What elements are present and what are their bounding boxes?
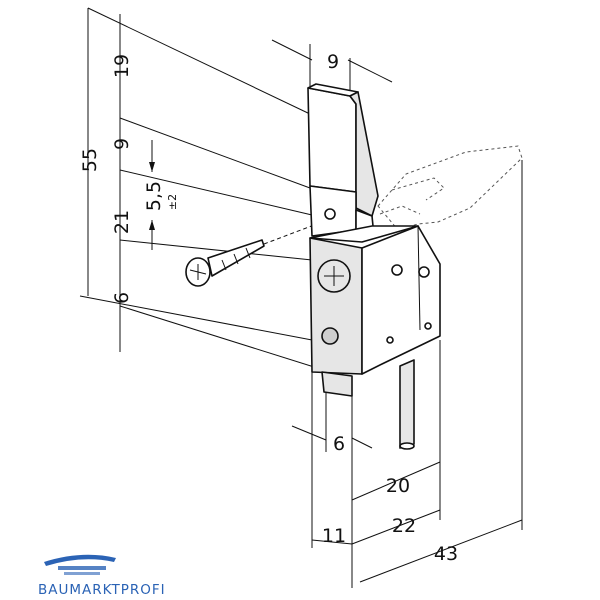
dim-9-top: 9 [327,51,339,73]
dim-tolerance: ±2 [166,194,179,210]
dim-43: 43 [434,543,458,565]
rod [399,359,415,450]
logo-swoosh-icon [44,554,116,575]
dim-5-5: 5,5 [143,181,165,211]
lever [307,83,379,241]
dim-11: 11 [322,525,346,547]
baumarktprofi-logo: BAUMARKTPROFI [38,548,168,598]
dim-22: 22 [392,515,416,537]
lever-open-ghost [377,145,523,231]
dim-6-vertical: 6 [111,292,133,304]
dim-19: 19 [111,54,133,78]
vertical-dimensions [79,7,331,373]
dimension-labels: 55 19 9 5,5 ±2 21 6 9 6 20 22 11 43 [79,51,458,565]
dim-20: 20 [386,475,410,497]
dim-6-bottom: 6 [333,433,345,455]
dim-21: 21 [111,210,133,234]
dim-9-vertical: 9 [111,138,133,150]
dim-55: 55 [79,148,101,172]
body-block [309,225,441,397]
brand-name: BAUMARKTPROFI [38,582,166,598]
